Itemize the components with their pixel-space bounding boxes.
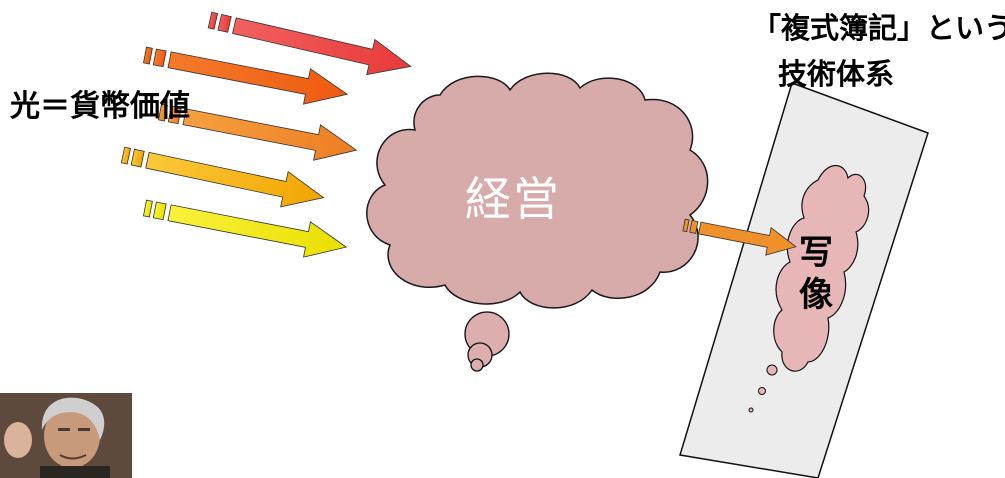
- projection-arrow: [682, 218, 797, 256]
- image-bubble-medium: [758, 387, 766, 395]
- light-arrow-2: [143, 46, 349, 105]
- management-label: 経営: [465, 172, 561, 226]
- light-arrow-5: [143, 199, 348, 258]
- image-label-line1: 写: [799, 233, 833, 273]
- management-cloud: [366, 72, 709, 309]
- image-bubble-large: [766, 364, 778, 376]
- light-arrow-4: [120, 146, 325, 208]
- light-money-value-label: 光＝貨幣価値: [10, 89, 190, 124]
- cloud-bubble-small: [470, 358, 484, 372]
- system-label-line2: 技術体系: [778, 57, 895, 91]
- light-arrow-3: [158, 103, 358, 161]
- image-bubble-small: [748, 407, 754, 413]
- projected-image-shape: [773, 164, 870, 372]
- system-label-line1: 「複式簿記」という: [752, 11, 1005, 45]
- portrait-photo: [0, 393, 132, 478]
- image-label-line2: 像: [799, 275, 833, 315]
- light-arrow-1: [207, 11, 412, 76]
